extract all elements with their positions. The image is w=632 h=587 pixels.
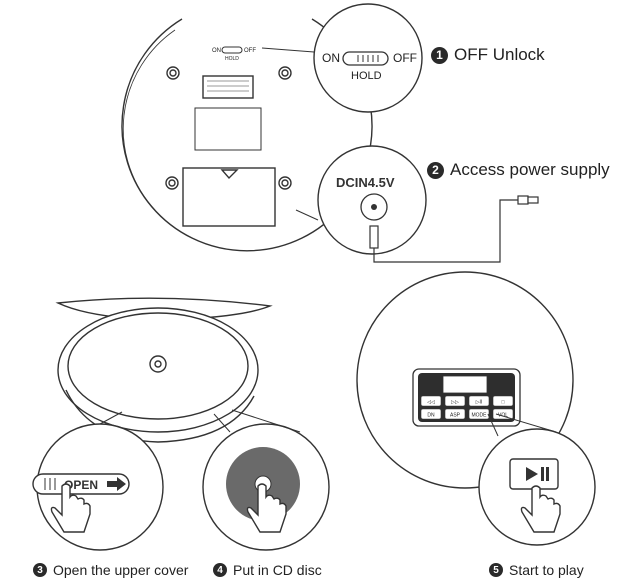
panel-key[interactable] bbox=[420, 395, 442, 407]
panel-key[interactable] bbox=[468, 408, 490, 420]
disc-callout bbox=[202, 409, 330, 551]
step-2-label: 2 Access power supply bbox=[427, 160, 610, 180]
power-cable bbox=[373, 195, 539, 263]
hand-icon bbox=[520, 485, 561, 533]
step-1-number: 1 bbox=[431, 46, 448, 64]
play-icon bbox=[526, 467, 538, 481]
step-3-number: 3 bbox=[33, 563, 47, 577]
panel-key-label: ASP bbox=[450, 413, 461, 419]
power-port-label: DCIN4.5V bbox=[336, 175, 395, 190]
svg-text:OFF: OFF bbox=[244, 48, 256, 54]
open-button-callout: OPEN bbox=[32, 411, 164, 551]
panel-key[interactable] bbox=[444, 395, 466, 407]
step-5-number: 5 bbox=[489, 563, 503, 577]
step-1-label: 1 OFF Unlock bbox=[431, 45, 545, 65]
panel-keys: ◁◁ ▷▷ ▷II □ DN ASP MODE VOL bbox=[420, 395, 514, 420]
switch-on-label: ON bbox=[322, 51, 340, 65]
hold-switch-callout: ON OFF HOLD bbox=[261, 3, 423, 113]
step-4-number: 4 bbox=[213, 563, 227, 577]
panel-key-label: MODE bbox=[472, 413, 488, 419]
panel-key[interactable] bbox=[492, 395, 514, 407]
slider-grip bbox=[357, 55, 379, 62]
panel-key-label: ▷II bbox=[476, 400, 483, 406]
svg-text:HOLD: HOLD bbox=[225, 56, 239, 62]
panel-key[interactable] bbox=[444, 408, 466, 420]
open-button[interactable] bbox=[32, 473, 130, 495]
panel-key[interactable] bbox=[468, 395, 490, 407]
switch-off-label: OFF bbox=[393, 51, 417, 65]
player-open-view bbox=[55, 297, 273, 443]
pause-bar-2 bbox=[546, 467, 549, 481]
step-3-label: 3 Open the upper cover bbox=[33, 562, 188, 578]
panel-key[interactable] bbox=[420, 408, 442, 420]
panel-key-label: □ bbox=[501, 400, 504, 406]
switch-hold-label: HOLD bbox=[351, 70, 382, 82]
panel-key[interactable] bbox=[492, 408, 514, 420]
hand-icon bbox=[246, 483, 287, 533]
hold-slider[interactable] bbox=[342, 51, 389, 66]
open-button-label: OPEN bbox=[64, 478, 98, 492]
panel-key-label: ◁◁ bbox=[427, 400, 435, 406]
step-2-text: Access power supply bbox=[450, 160, 610, 179]
lcd-display bbox=[442, 375, 488, 394]
step-5-text: Start to play bbox=[509, 562, 584, 578]
step-4-label: 4 Put in CD disc bbox=[213, 562, 322, 578]
step-3-text: Open the upper cover bbox=[53, 562, 189, 578]
pause-bar-1 bbox=[541, 467, 544, 481]
step-4-text: Put in CD disc bbox=[233, 562, 322, 578]
panel-key-label: DN bbox=[427, 413, 435, 419]
dc-plug bbox=[369, 225, 379, 249]
step-1-text: OFF Unlock bbox=[454, 45, 545, 64]
step-2-number: 2 bbox=[427, 161, 444, 179]
power-port-callout: DCIN4.5V bbox=[295, 145, 427, 255]
hand-icon bbox=[50, 483, 91, 533]
svg-text:ON: ON bbox=[212, 48, 221, 54]
step-5-label: 5 Start to play bbox=[489, 562, 584, 578]
mini-hold-switch: ON OFF HOLD bbox=[212, 46, 256, 62]
panel-key-label: VOL bbox=[498, 413, 508, 419]
panel-key-label: ▷▷ bbox=[451, 400, 459, 406]
play-button-callout bbox=[478, 413, 596, 546]
